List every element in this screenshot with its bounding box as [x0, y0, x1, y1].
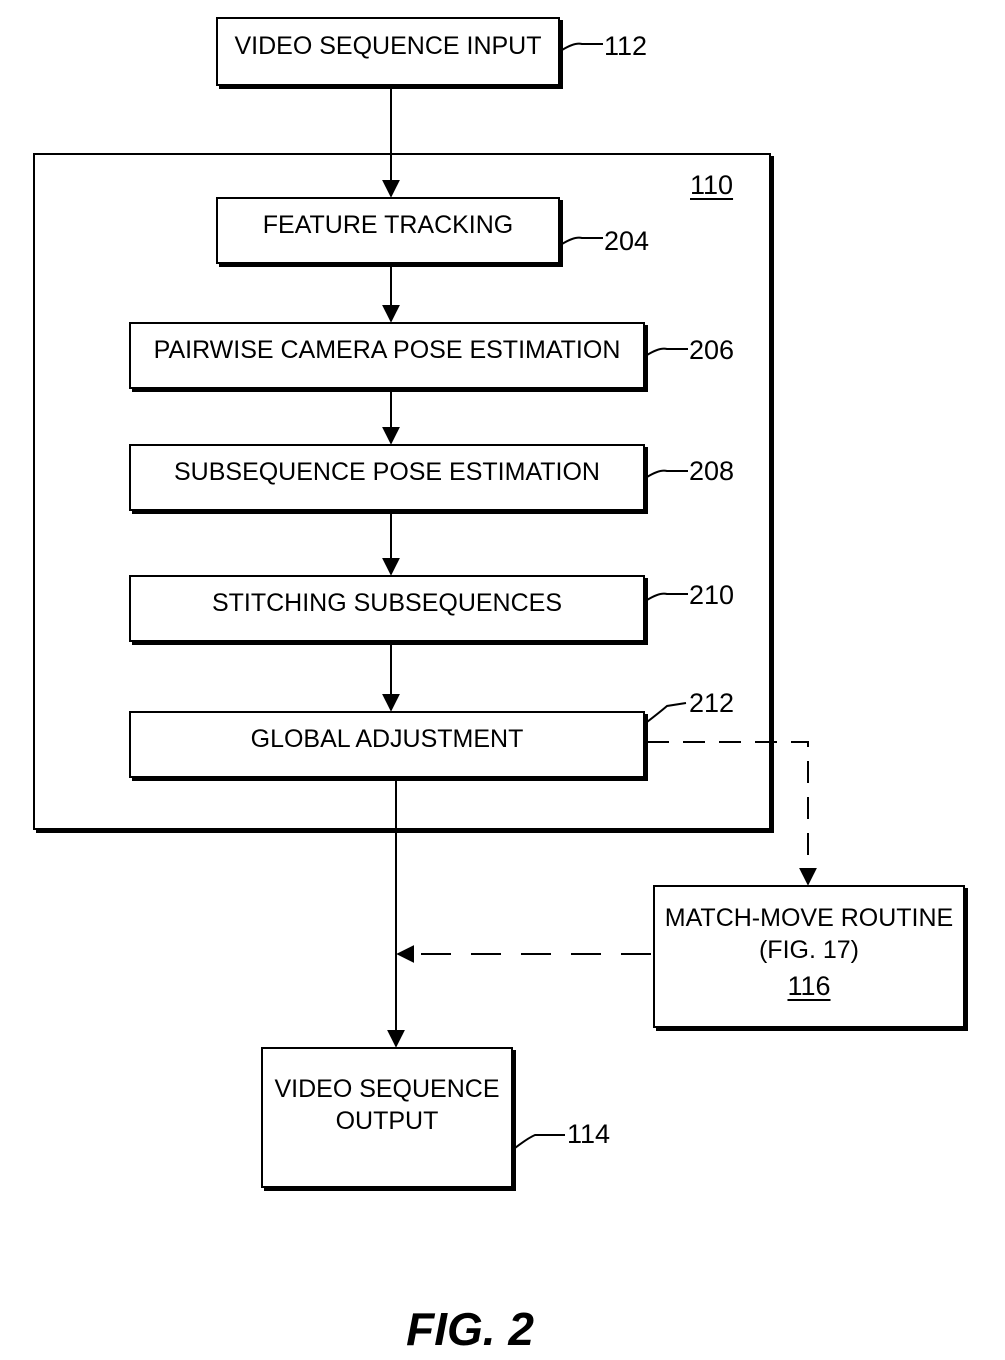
stitching-subsequences-label: STITCHING SUBSEQUENCES [211, 588, 563, 617]
leader-206 [646, 347, 688, 356]
ref-208: 208 [689, 456, 735, 486]
global-adjustment-box: GLOBAL ADJUSTMENT [129, 711, 645, 778]
video-sequence-output-box: VIDEO SEQUENCE OUTPUT [261, 1047, 513, 1188]
stitching-subsequences-box: STITCHING SUBSEQUENCES [129, 575, 645, 642]
ref-112: 112 [604, 31, 648, 61]
global-adjustment-label: GLOBAL ADJUSTMENT [250, 724, 524, 753]
pairwise-camera-pose-estimation-label: PAIRWISE CAMERA POSE ESTIMATION [153, 335, 621, 364]
ref-114: 114 [567, 1119, 611, 1149]
dashed-arrow-global-to-matchmove [647, 741, 817, 886]
ref-212: 212 [689, 688, 735, 718]
match-move-routine-label: MATCH-MOVE ROUTINE [664, 904, 954, 933]
video-sequence-output-line2: OUTPUT [335, 1106, 439, 1135]
leader-210 [646, 592, 688, 601]
leader-204 [561, 236, 603, 245]
feature-tracking-box: FEATURE TRACKING [216, 197, 560, 264]
subsystem-110-container [33, 153, 771, 830]
video-sequence-input-box: VIDEO SEQUENCE INPUT [216, 17, 560, 86]
subsequence-pose-estimation-box: SUBSEQUENCE POSE ESTIMATION [129, 444, 645, 511]
leader-114 [514, 1134, 565, 1149]
leader-112 [561, 42, 603, 51]
pairwise-camera-pose-estimation-box: PAIRWISE CAMERA POSE ESTIMATION [129, 322, 645, 389]
match-move-routine-box: MATCH-MOVE ROUTINE (FIG. 17) 116 [653, 885, 965, 1028]
match-move-ref-116: 116 [787, 970, 831, 1001]
match-move-fig-reference: (FIG. 17) [758, 935, 859, 964]
leader-212 [646, 702, 687, 723]
video-sequence-output-line1: VIDEO SEQUENCE [274, 1075, 500, 1104]
figure-caption: FIG. 2 [406, 1303, 534, 1355]
video-sequence-input-label: VIDEO SEQUENCE INPUT [234, 31, 542, 60]
subsequence-pose-estimation-label: SUBSEQUENCE POSE ESTIMATION [173, 457, 600, 486]
ref-204: 204 [604, 226, 650, 256]
feature-tracking-label: FEATURE TRACKING [262, 210, 514, 239]
ref-206: 206 [689, 335, 735, 365]
leader-208 [646, 469, 688, 478]
container-ref-110: 110 [690, 170, 734, 200]
ref-210: 210 [689, 580, 735, 610]
